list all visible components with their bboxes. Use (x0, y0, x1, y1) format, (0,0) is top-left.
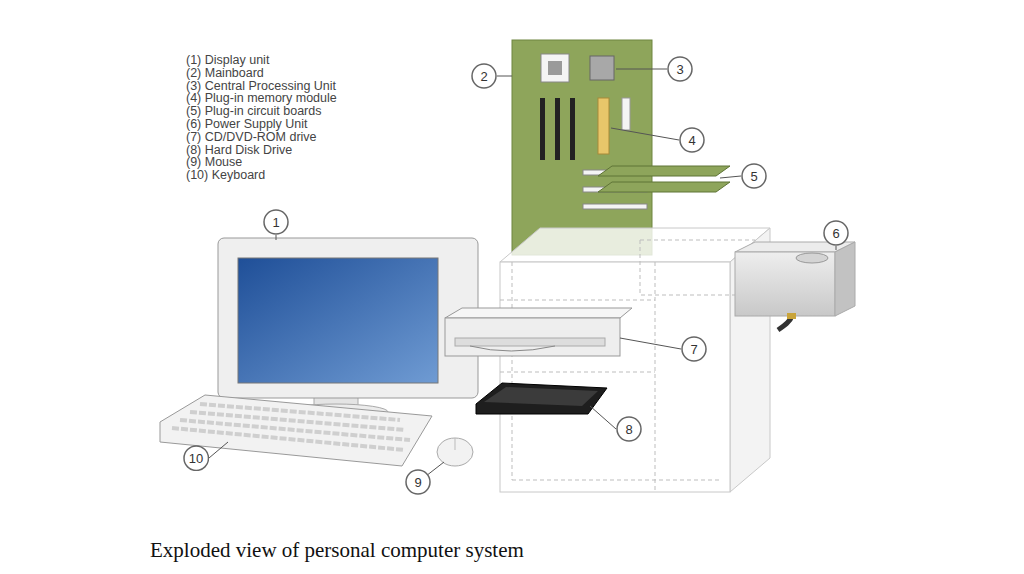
circle-shape (680, 128, 704, 152)
callout-number: 8 (625, 422, 632, 437)
callout-circle: 8 (616, 416, 642, 442)
callout-circle: 2 (471, 63, 497, 89)
drive-top (445, 308, 632, 318)
circle-shape (617, 417, 641, 441)
part-name: (8) Hard Disk Drive (186, 144, 292, 157)
monitor-frame (218, 238, 478, 398)
screen (238, 258, 438, 383)
psu-side (835, 242, 855, 316)
case-top (500, 228, 770, 262)
mainboard (512, 40, 652, 255)
plug (787, 313, 796, 319)
drive-tray (455, 338, 605, 346)
callout-circle: 6 (823, 220, 849, 246)
disc (470, 346, 555, 351)
slot (555, 98, 560, 160)
callout-number: 1 (272, 215, 279, 230)
hidden-lines (500, 240, 755, 492)
circle-shape (682, 337, 706, 361)
callout-number: 2 (480, 69, 487, 84)
caption: Exploded view of personal computer syste… (150, 538, 524, 563)
circle-shape (824, 221, 848, 245)
board (512, 40, 652, 255)
keys (172, 404, 410, 450)
part-name: (9) Mouse (186, 156, 242, 169)
part-name: (10) Keyboard (186, 169, 265, 182)
circle-shape (668, 57, 692, 81)
callout-circle: 7 (681, 336, 707, 362)
psu-front (735, 252, 835, 316)
circuit-board (598, 166, 730, 176)
circle-shape (264, 210, 288, 234)
memory-module (598, 98, 609, 154)
callout-number: 9 (414, 475, 421, 490)
cpu-socket (541, 54, 569, 82)
disk-top (484, 387, 598, 406)
part-name: (2) Mainboard (186, 67, 264, 80)
circle-shape (406, 470, 430, 494)
mouse-button (455, 438, 456, 450)
part-name: (3) Central Processing Unit (186, 80, 336, 93)
callout-number: 7 (690, 342, 697, 357)
disk-body (476, 383, 607, 414)
callout-circle: 3 (667, 56, 693, 82)
case-front (500, 262, 730, 492)
part-name: (4) Plug-in memory module (186, 92, 337, 105)
callout-number: 5 (750, 169, 757, 184)
slot (540, 98, 545, 160)
cd-drive (445, 308, 632, 356)
power-supply (735, 242, 855, 330)
part-name: (1) Display unit (186, 54, 269, 67)
callout-circle: 9 (405, 469, 431, 495)
fan (796, 253, 828, 263)
tower-case (500, 228, 770, 492)
part-name: (6) Power Supply Unit (186, 118, 308, 131)
callout-circle: 10 (183, 445, 209, 471)
callout-circle: 5 (741, 163, 767, 189)
keyboard (160, 395, 432, 466)
callout-number: 10 (189, 451, 203, 466)
keyboard-body (160, 395, 432, 466)
callout-number: 4 (688, 133, 695, 148)
slot (570, 98, 575, 160)
mouse-body (437, 438, 473, 466)
circle-shape (742, 164, 766, 188)
monitor (218, 238, 478, 420)
part-name: (7) CD/DVD-ROM drive (186, 131, 317, 144)
part-name: (5) Plug-in circuit boards (186, 105, 321, 118)
callout-circle: 1 (263, 209, 289, 235)
slot (583, 204, 647, 209)
circuit-board (598, 182, 730, 192)
circle-shape (184, 446, 208, 470)
socket-core (548, 61, 562, 75)
hard-disk (476, 383, 607, 414)
cpu-chip (590, 56, 614, 80)
callout-number: 3 (676, 62, 683, 77)
callout-number: 6 (832, 226, 839, 241)
circle-shape (472, 64, 496, 88)
mouse (437, 438, 473, 466)
callout-circle: 4 (679, 127, 705, 153)
slot (622, 98, 630, 130)
drive-front (445, 318, 620, 356)
